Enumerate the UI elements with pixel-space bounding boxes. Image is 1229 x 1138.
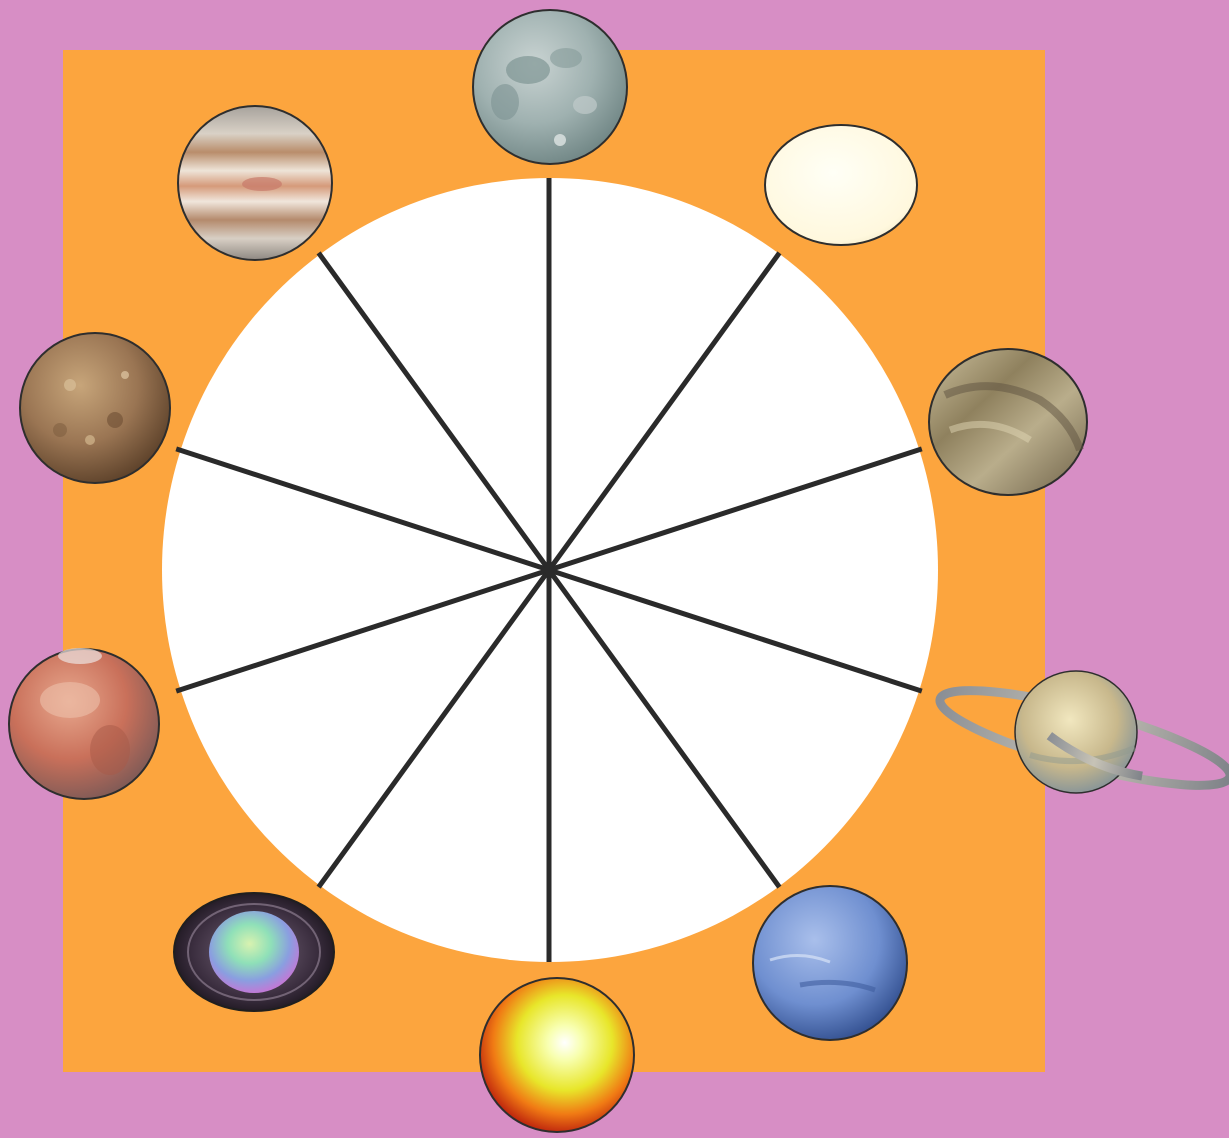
uranus-icon [174,893,334,1011]
neptune-icon [753,886,907,1040]
wheel-hub [544,565,554,575]
jupiter-icon [178,106,332,260]
moon-icon [473,10,627,164]
sun-icon [480,978,634,1132]
white-body-icon [765,125,917,245]
mercury-icon [20,333,170,483]
mars-icon [9,648,159,799]
venus-icon [929,349,1087,495]
